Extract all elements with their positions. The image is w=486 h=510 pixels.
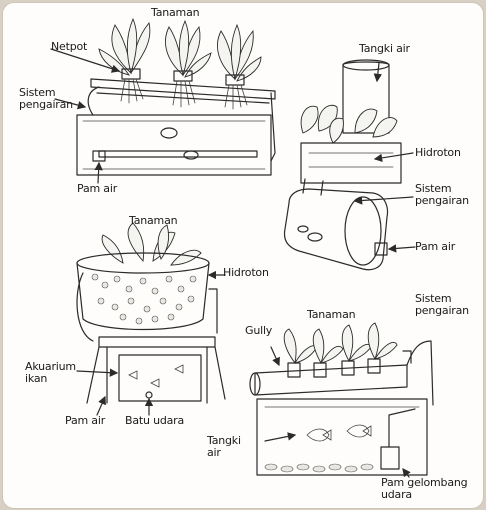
d4-gravel <box>264 463 374 473</box>
d1-label-pam-air: Pam air <box>77 182 118 195</box>
d1-plant-3 <box>217 23 262 110</box>
d3-label-tanaman: Tanaman <box>129 214 178 227</box>
diagram-1-nft-rack <box>50 17 276 184</box>
diagram-3-bowl-aquarium <box>76 222 226 416</box>
d4-label-tanaman: Tanaman <box>307 308 356 321</box>
d3-label-hidroton: Hidroton <box>223 266 269 279</box>
d4-label-sistem-pengairan: Sistem pengairan <box>415 292 469 317</box>
d1-label-sistem-pengairan: Sistem pengairan <box>19 86 73 111</box>
d3-pebbles <box>91 273 197 325</box>
d4-label-gully: Gully <box>245 324 273 337</box>
diagram-2-tower <box>283 59 416 271</box>
d4-label-tangki-air: Tangki air <box>207 434 241 459</box>
d2-label-tangki-air: Tangki air <box>359 42 410 55</box>
d2-label-hidroton: Hidroton <box>415 146 461 159</box>
d3-label-batu-udara: Batu udara <box>125 414 185 427</box>
d4-label-pam-gelombang-udara: Pam gelombang udara <box>381 476 468 501</box>
d3-label-pam-air: Pam air <box>65 414 106 427</box>
diagram-4-gully-tank <box>249 322 434 478</box>
d1-plant-2 <box>165 19 212 108</box>
d4-plants <box>283 322 398 378</box>
d1-plant-1 <box>98 17 151 104</box>
d2-label-pam-air: Pam air <box>415 240 456 253</box>
d1-label-netpot: Netpot <box>51 40 88 53</box>
aquaponics-illustration <box>50 17 434 478</box>
d2-label-sistem-pengairan: Sistem pengairan <box>415 182 469 207</box>
d3-label-akuarium-ikan: Akuarium ikan <box>25 360 76 385</box>
d1-label-tanaman: Tanaman <box>151 6 200 19</box>
